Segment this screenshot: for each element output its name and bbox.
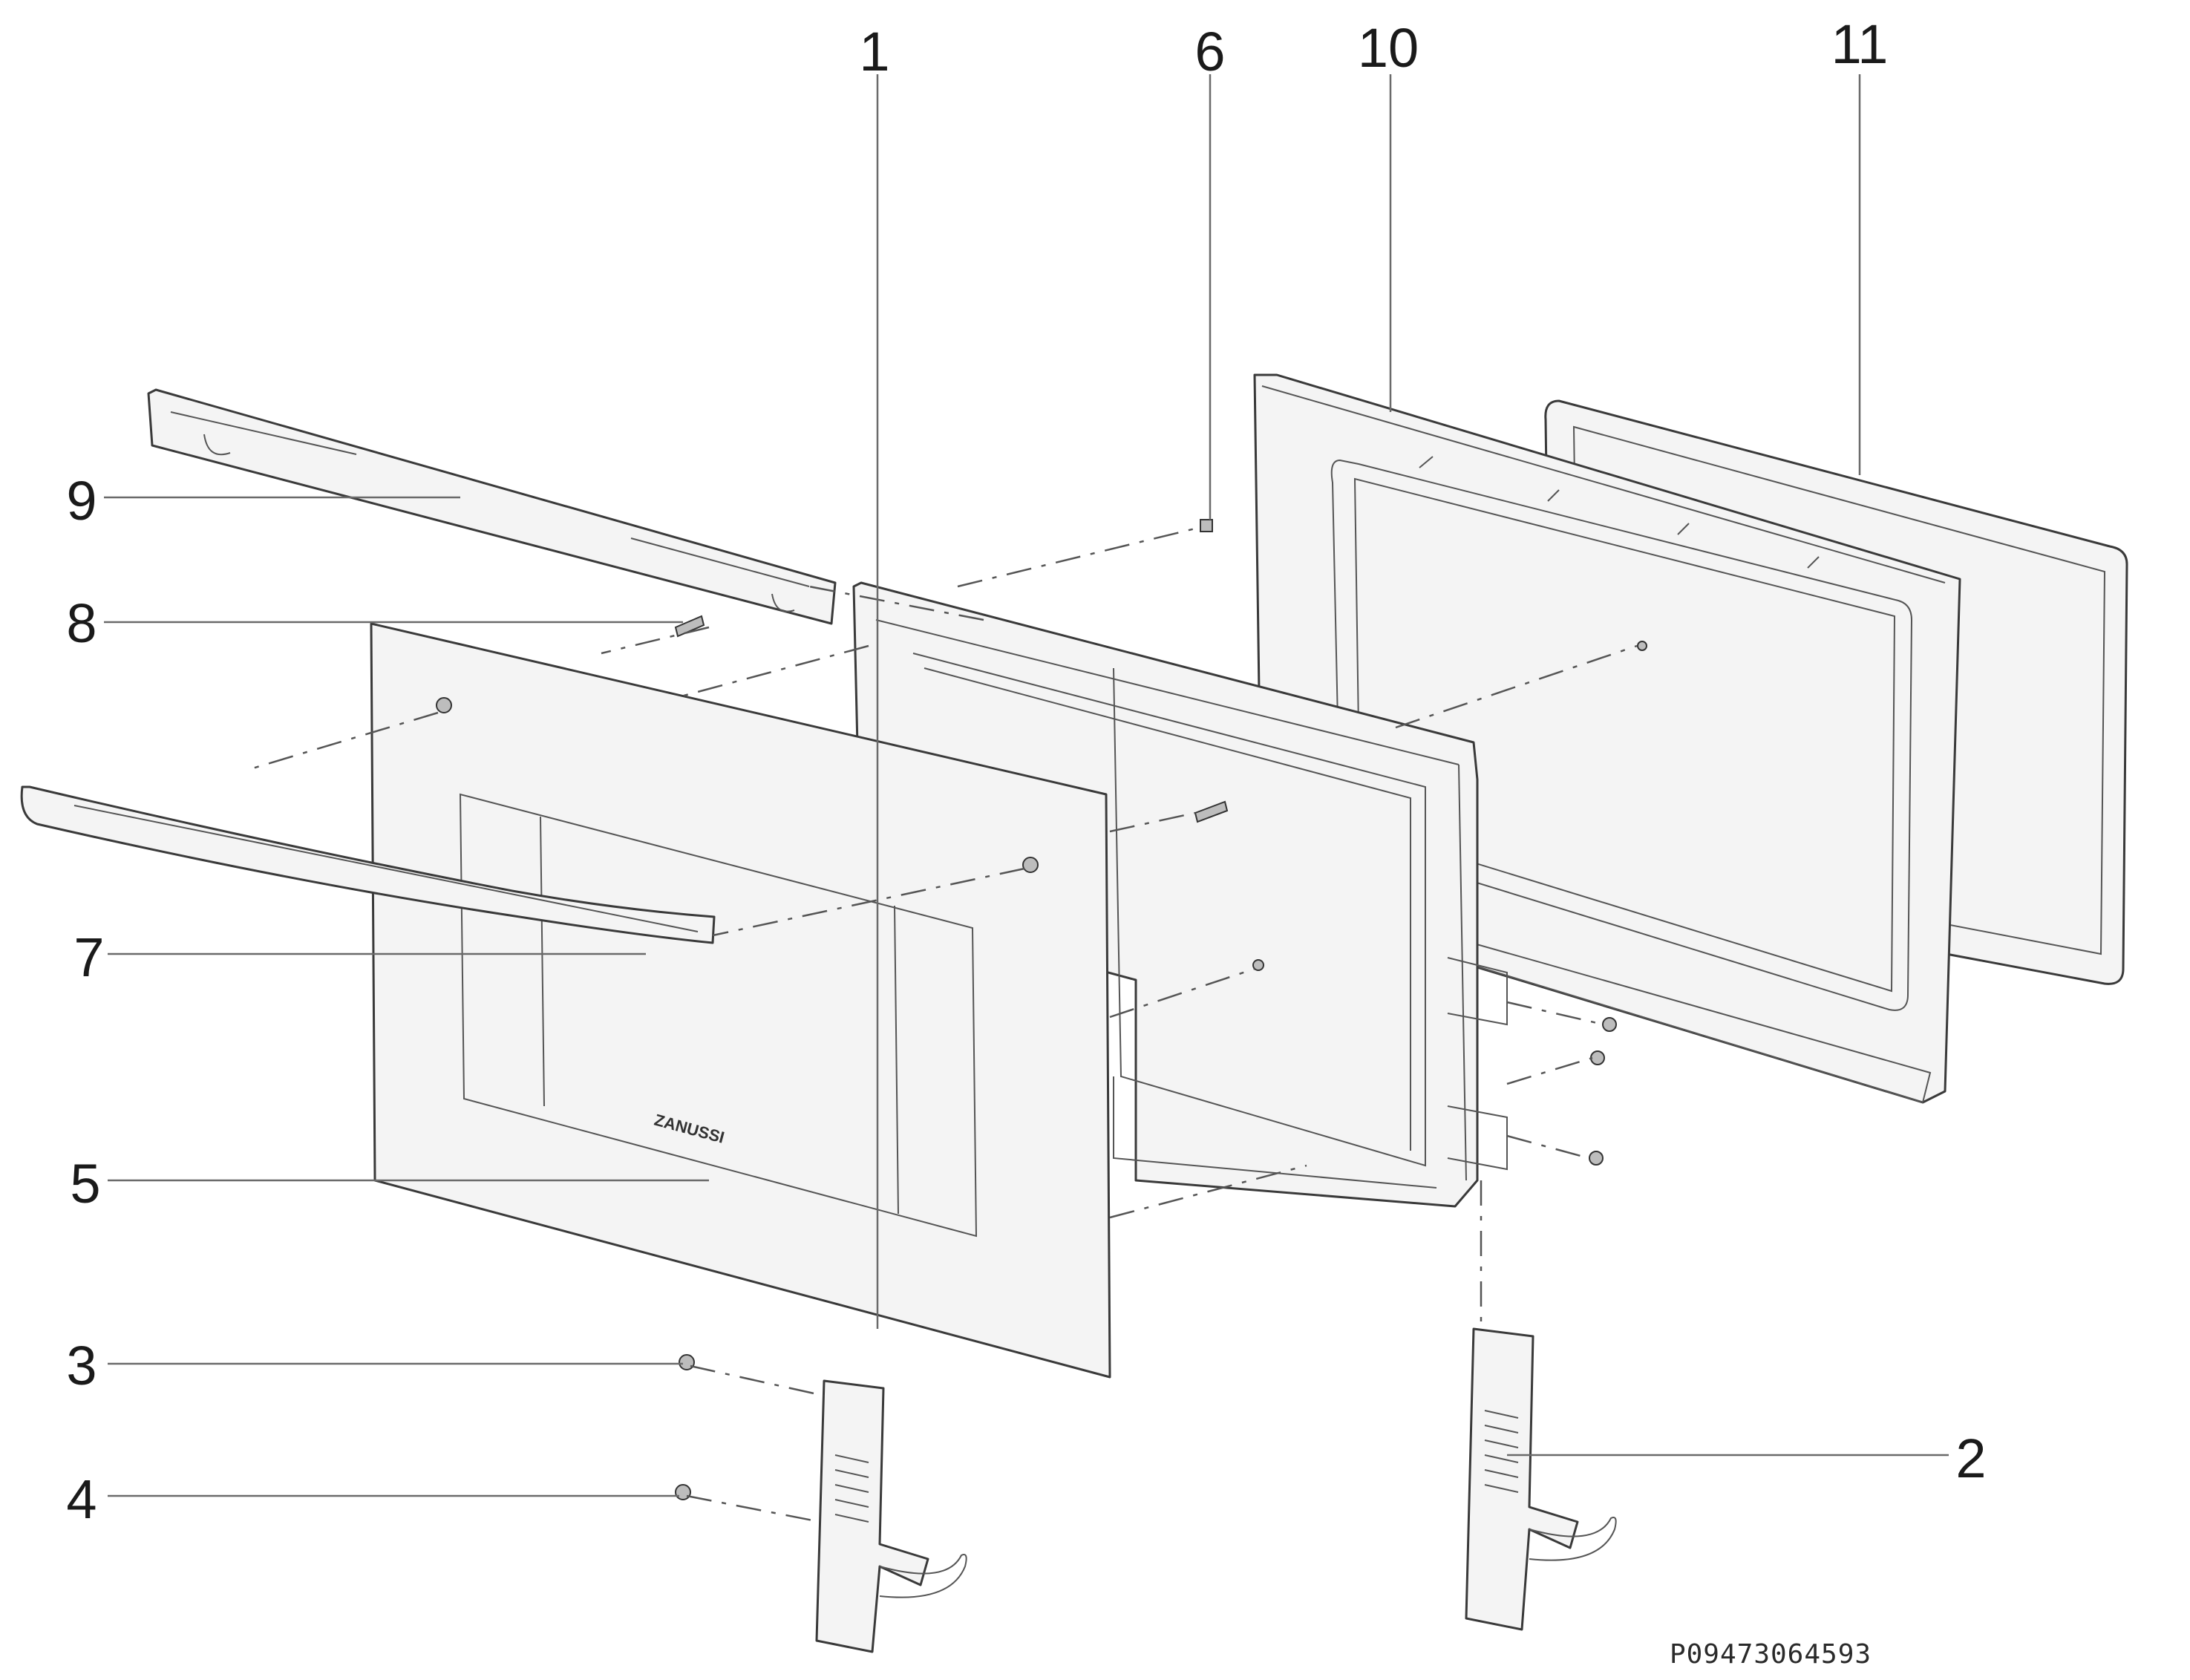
leader-lines xyxy=(104,74,1949,1497)
callout-9: 9 xyxy=(66,470,97,532)
callout-6: 6 xyxy=(1194,21,1225,82)
callout-5: 5 xyxy=(70,1153,100,1215)
callout-8: 8 xyxy=(66,592,97,654)
callout-2: 2 xyxy=(1955,1428,1986,1489)
part-3-screw xyxy=(679,1354,695,1370)
part-6-screw xyxy=(1200,519,1213,532)
callout-1: 1 xyxy=(859,21,889,82)
callout-3: 3 xyxy=(66,1335,97,1396)
part-7-handle xyxy=(20,785,716,944)
part-1-door-frame xyxy=(852,581,1508,1208)
callout-4: 4 xyxy=(66,1468,97,1530)
part-9-top-strip xyxy=(147,388,837,625)
callout-10: 10 xyxy=(1358,17,1419,79)
part-8-spring-bottom xyxy=(1194,800,1229,823)
part-5-outer-glass: ZANUSSI xyxy=(370,622,1111,1379)
callout-7: 7 xyxy=(73,926,104,988)
callout-11: 11 xyxy=(1831,13,1889,75)
part-2-right-hinge xyxy=(1465,1327,1617,1631)
part-left-hinge xyxy=(815,1379,967,1653)
callout-labels: 1 2 3 4 5 6 7 8 9 10 11 xyxy=(66,13,1986,1530)
part-4-screw xyxy=(675,1484,691,1500)
assembly-lines xyxy=(252,527,1638,1523)
drawing-code: P09473064593 xyxy=(1670,1639,1872,1670)
part-8-spring-top xyxy=(674,615,705,638)
